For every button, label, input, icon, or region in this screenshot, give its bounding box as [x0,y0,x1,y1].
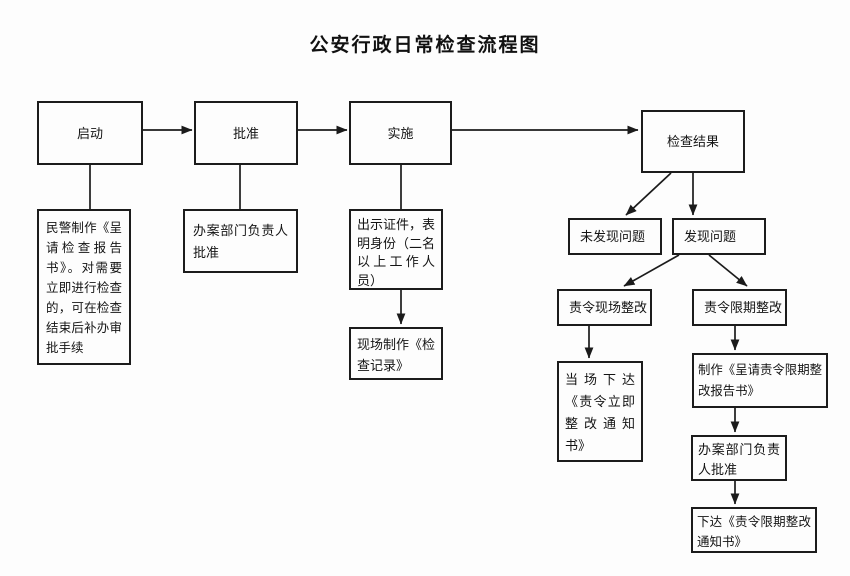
node-no-problem-label: 未发现问题 [580,229,646,244]
node-inspection-result: 检查结果 [641,110,745,173]
node-problem-found-label: 发现问题 [684,229,737,244]
node-start-label: 启动 [76,125,103,141]
node-onsite-notice: 当场下达《责令立即整改通知书》 [557,361,643,462]
node-implement-label: 实施 [387,125,414,141]
node-approve: 批准 [194,101,298,165]
node-problem-found: 发现问题 [672,218,766,255]
node-deadline-report: 制作《呈请责令限期整改报告书》 [692,353,828,408]
node-implement-note: 出示证件，表明身份（二名以上工作人员） [349,209,443,290]
node-deadline-rectification: 责令限期整改 [692,289,787,326]
node-onsite-rectification: 责令现场整改 [557,289,652,326]
node-start: 启动 [37,101,143,165]
node-implement: 实施 [349,101,452,165]
node-approve-note: 办案部门负责人批准 [183,209,298,273]
node-no-problem: 未发现问题 [568,218,662,255]
node-deadline-approve: 办案部门负责人批准 [691,435,787,481]
node-inspection-record: 现场制作《检查记录》 [349,327,443,380]
edge-problem-deadline [708,254,748,287]
edge-problem-onsite [623,254,680,287]
edge-result-noproblem [625,172,672,216]
page-title: 公安行政日常检查流程图 [309,35,541,56]
node-approve-label: 批准 [232,125,259,141]
node-inspection-result-label: 检查结果 [666,134,719,149]
node-deadline-notice: 下达《责令限期整改通知书》 [691,507,817,553]
node-deadline-rectification-label: 责令限期整改 [704,300,783,315]
node-onsite-rectification-label: 责令现场整改 [569,300,648,315]
node-start-note: 民警制作《呈请检查报告书》。对需要立即进行检查的，可在检查结束后补办审批手续 [37,209,131,365]
